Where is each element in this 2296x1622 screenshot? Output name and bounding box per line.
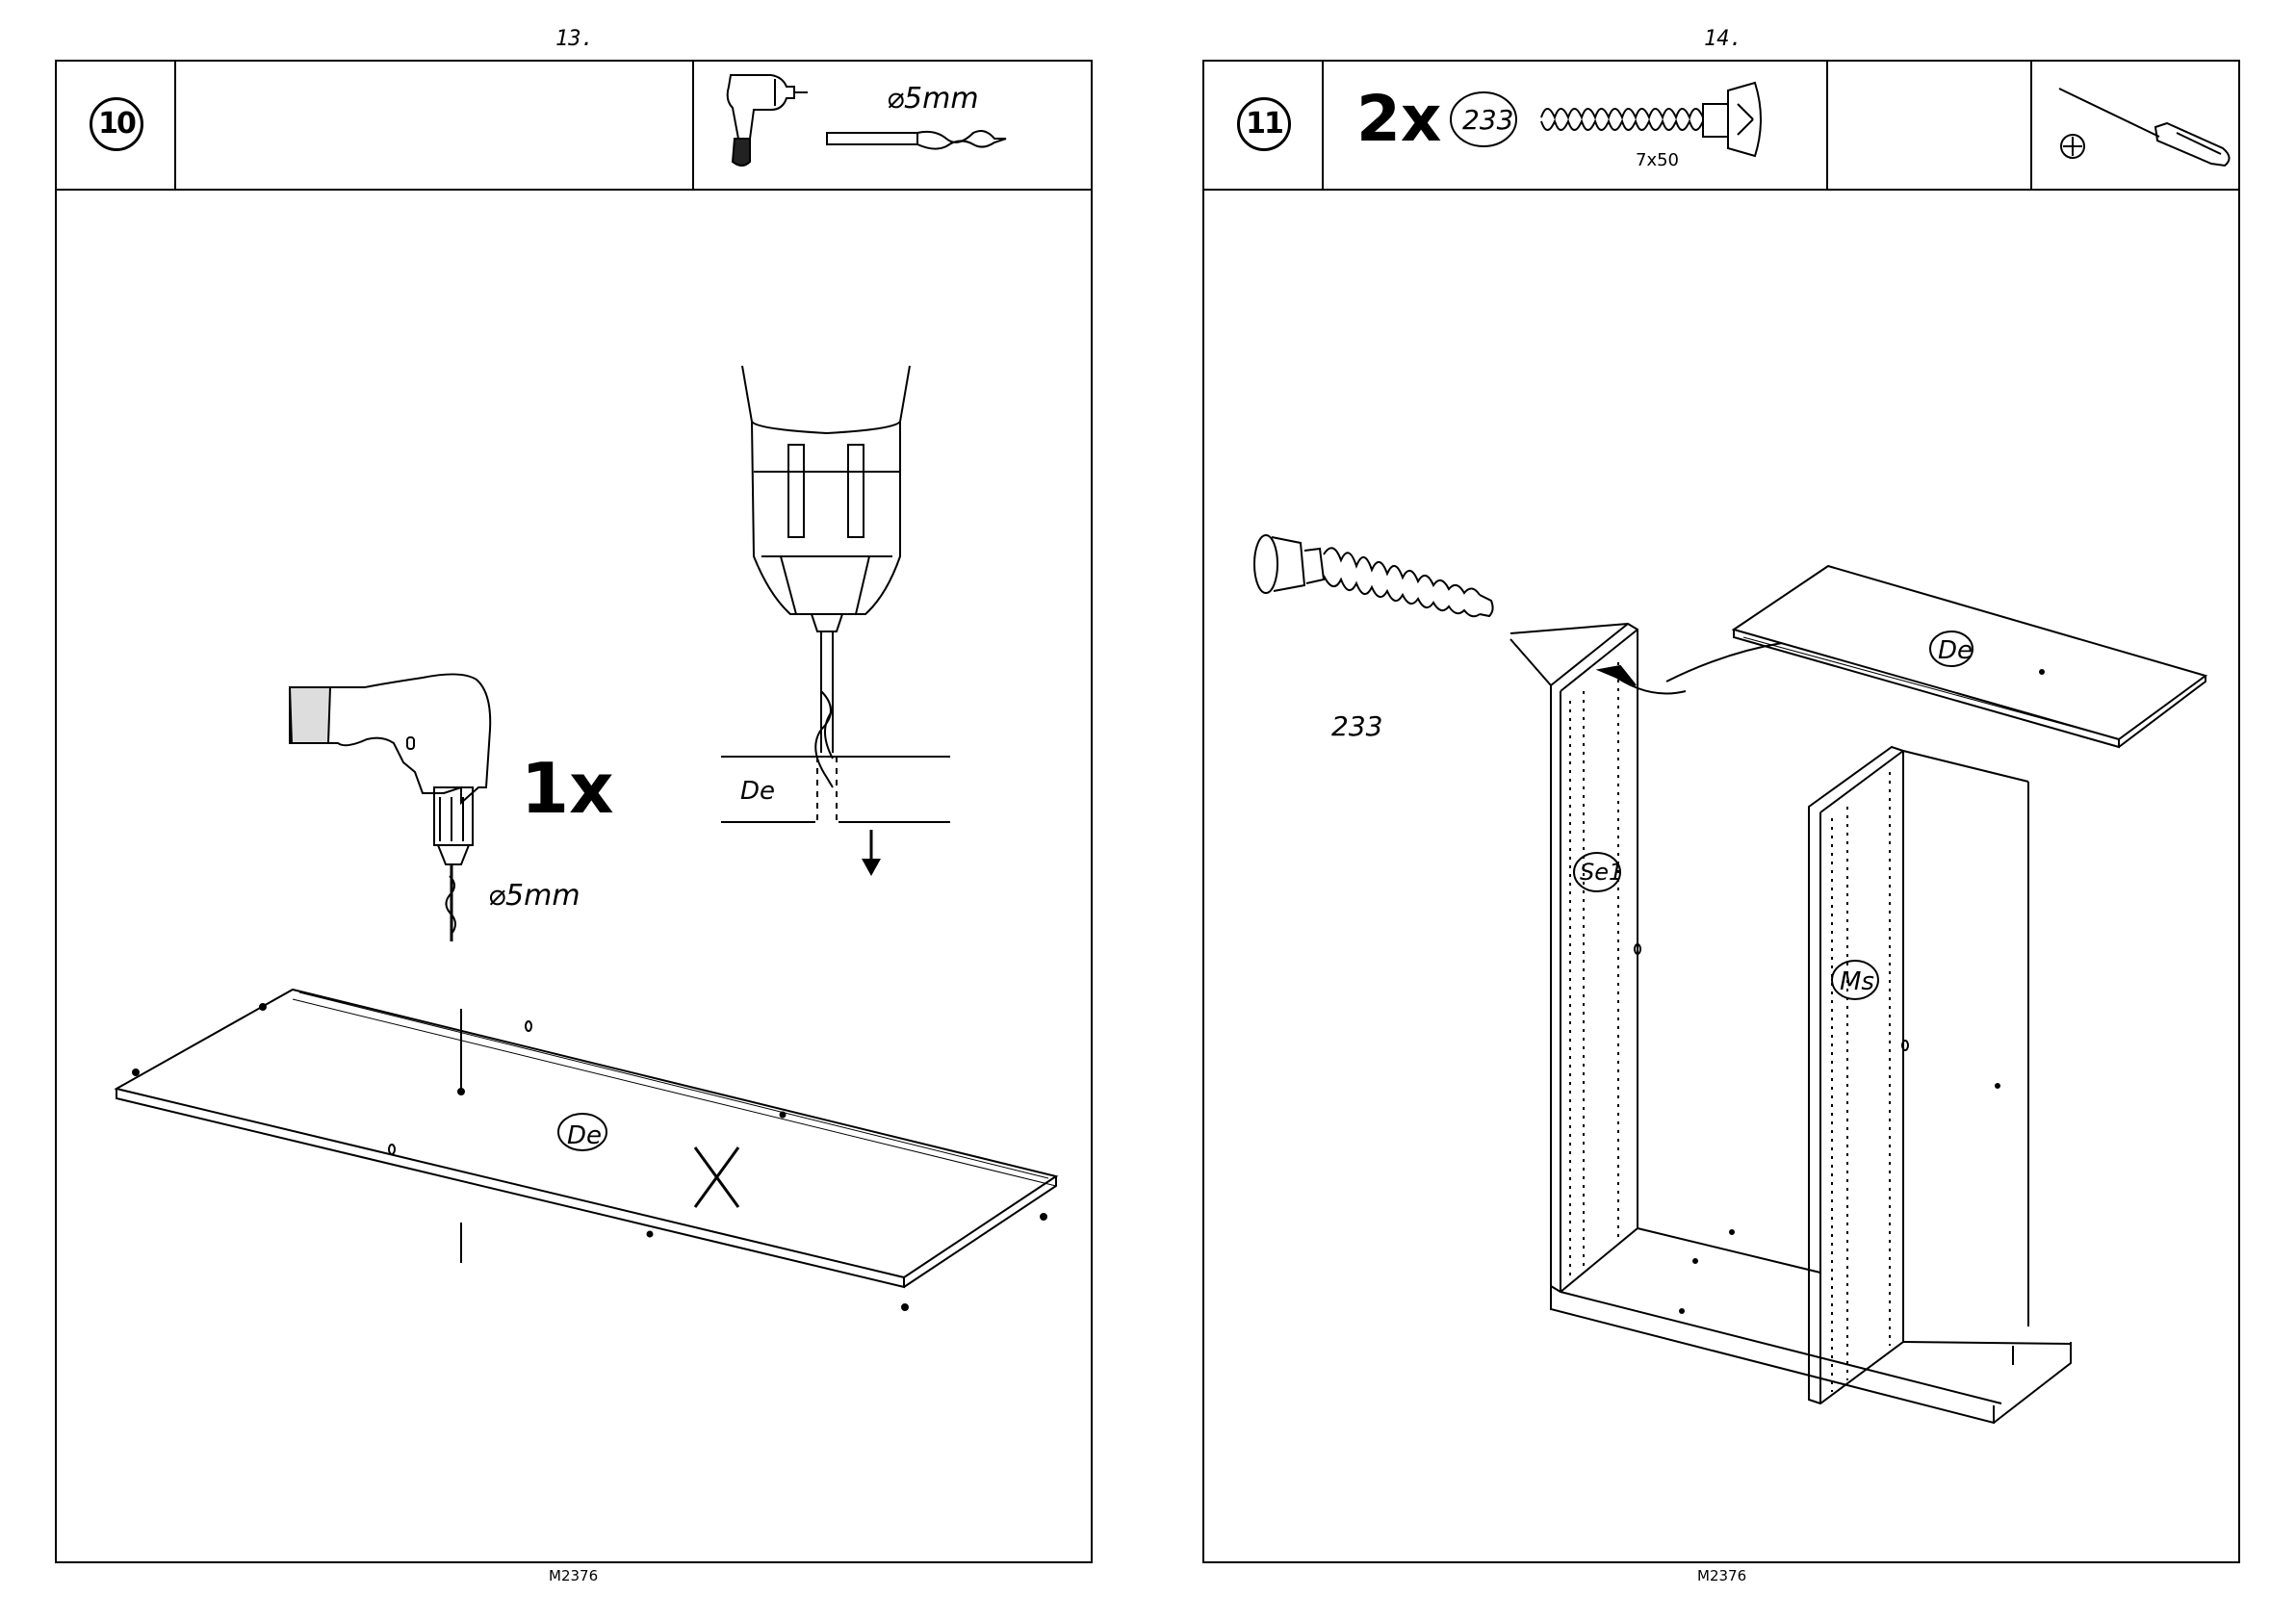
- drill-detail: [721, 366, 950, 822]
- step-10-svg: 1x ⌀5mm De: [57, 191, 1091, 1563]
- screw-callout: [1254, 535, 1628, 685]
- step-parts-cell: 2x 233 7x50: [1324, 62, 1828, 189]
- step-number-cell: 11: [1204, 62, 1324, 189]
- cabinet-carcass: [1551, 624, 2071, 1423]
- screw-icon: [1541, 83, 1761, 156]
- cordless-drill: [290, 674, 490, 941]
- drill-bit-icon: [827, 131, 1006, 149]
- step-tools-cell: [2032, 62, 2240, 189]
- top-panel-de: [1599, 566, 2206, 747]
- step-11-illustration: 233 De Se1 Ms: [1204, 191, 2238, 1561]
- tool-illustrations: ⌀5mm: [694, 62, 1093, 189]
- step-parts-cell: [176, 62, 694, 189]
- tool-illustrations: [2032, 62, 2240, 189]
- step-header: 11 2x 233 7x50: [1204, 62, 2238, 191]
- parts-illustration: 2x 233 7x50: [1324, 62, 1828, 189]
- panel-label-de: De: [1938, 636, 1973, 665]
- phillips-bit-icon: [2061, 135, 2084, 158]
- panel-label-se1: Se1: [1580, 859, 1623, 886]
- step-tools-cell: ⌀5mm: [694, 62, 1093, 189]
- step-number: 10: [90, 97, 143, 151]
- parts-quantity: 2x: [1356, 82, 1442, 156]
- drill-diameter-callout: ⌀5mm: [488, 879, 580, 913]
- model-code-left: M2376: [549, 1567, 598, 1584]
- page-number-right: 14.: [1704, 27, 1742, 51]
- arrow-down-icon: [862, 830, 881, 876]
- page-number-left: 13.: [555, 27, 594, 51]
- no-drill-cross-icon: [695, 1147, 738, 1207]
- section-label-de: De: [740, 777, 775, 806]
- panel-label-de: De: [567, 1121, 602, 1150]
- panel-label-ms: Ms: [1840, 967, 1874, 996]
- step-number: 11: [1237, 97, 1291, 151]
- step-11-svg: 233 De Se1 Ms: [1204, 191, 2238, 1563]
- cordless-drill-icon: [728, 75, 808, 166]
- step-number-cell: 10: [57, 62, 176, 189]
- step-header: 10 ⌀5mm: [57, 62, 1091, 191]
- part-number: 233: [1462, 104, 1513, 136]
- screwdriver-icon: [2059, 89, 2230, 166]
- screw-callout-number: 233: [1331, 710, 1382, 742]
- quantity-label: 1x: [521, 748, 614, 829]
- step-10-illustration: 1x ⌀5mm De: [57, 191, 1091, 1561]
- model-code-right: M2376: [1697, 1567, 1746, 1584]
- drill-diameter-label: ⌀5mm: [887, 82, 979, 116]
- step-empty-cell: [1828, 62, 2032, 189]
- screw-size: 7x50: [1636, 150, 1679, 170]
- instruction-sheet-step-10: 10 ⌀5mm: [55, 60, 1093, 1563]
- instruction-sheet-step-11: 11 2x 233 7x50: [1202, 60, 2240, 1563]
